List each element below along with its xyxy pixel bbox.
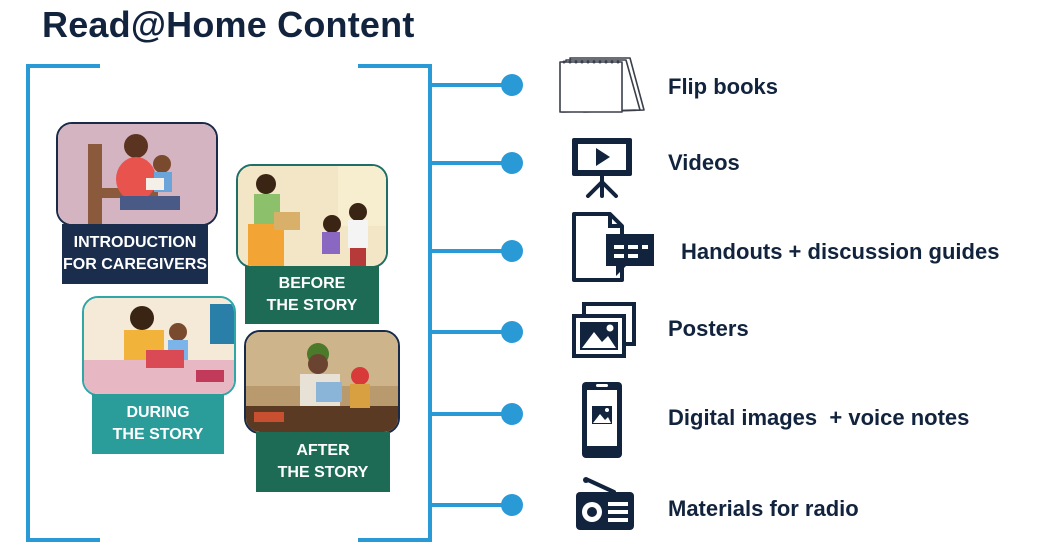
card-before-line2: THE STORY	[266, 297, 358, 314]
bullet-dot	[501, 152, 523, 174]
card-introduction-line2: FOR CAREGIVERS	[62, 256, 207, 273]
card-introduction-line1: INTRODUCTION	[73, 234, 197, 251]
bullet-dot	[501, 240, 523, 262]
item-label-handouts: Handouts + discussion guides	[681, 239, 1000, 264]
card-before-label: BEFORE THE STORY	[245, 266, 379, 324]
flip-book-icon	[559, 57, 645, 113]
card-during-label: DURING THE STORY	[92, 394, 224, 454]
item-label-flip-books: Flip books	[668, 74, 778, 99]
card-after-line1: AFTER	[296, 442, 350, 459]
handout-chat-icon	[572, 212, 654, 282]
smartphone-image-icon	[582, 382, 622, 458]
card-after-image	[244, 330, 400, 434]
card-after-label: AFTER THE STORY	[256, 432, 390, 492]
card-during-line2: THE STORY	[112, 426, 204, 443]
card-introduction-image	[56, 122, 218, 226]
bullet-dot	[501, 321, 523, 343]
item-label-radio: Materials for radio	[668, 496, 859, 521]
page-title: Read@Home Content	[42, 4, 415, 45]
item-label-posters: Posters	[668, 316, 749, 341]
card-before-image	[236, 164, 388, 268]
left-bracket	[26, 64, 100, 542]
video-projector-icon	[572, 138, 632, 198]
bullet-dot	[501, 494, 523, 516]
item-label-digital-images: Digital images + voice notes	[668, 405, 970, 430]
card-after-line2: THE STORY	[277, 464, 369, 481]
card-during-line1: DURING	[126, 404, 190, 421]
poster-images-icon	[572, 302, 636, 358]
bullet-dot	[501, 74, 523, 96]
item-label-videos: Videos	[668, 150, 740, 175]
right-bracket	[358, 64, 432, 542]
bullet-dot	[501, 403, 523, 425]
radio-icon	[576, 477, 634, 530]
card-introduction-label: INTRODUCTION FOR CAREGIVERS	[62, 224, 208, 284]
card-before-line1: BEFORE	[278, 275, 346, 292]
card-during-image	[82, 296, 236, 396]
